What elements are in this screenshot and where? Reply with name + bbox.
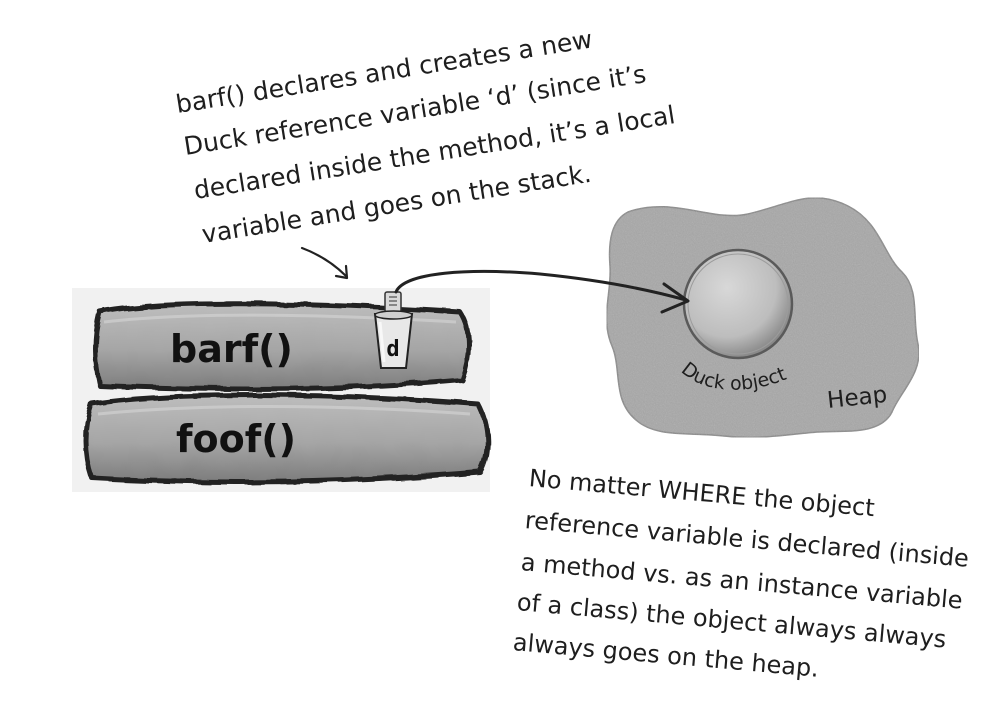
reference-variable-cup xyxy=(373,291,414,369)
reference-variable-label: d xyxy=(386,337,399,362)
reference-arrow xyxy=(394,269,688,302)
frame-label-foof: foof() xyxy=(176,417,296,461)
heap-label: Heap xyxy=(826,382,889,414)
duck-object-sphere xyxy=(682,248,794,360)
reference-arrowhead xyxy=(660,282,690,314)
frame-label-barf: barf() xyxy=(170,327,293,371)
stack-frame-foof xyxy=(83,392,490,485)
annotation-pointer-arrow xyxy=(300,246,348,278)
